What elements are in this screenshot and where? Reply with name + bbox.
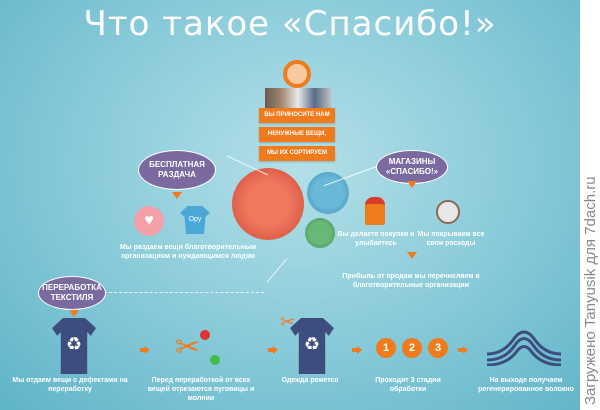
recycling-label: ПЕРЕРАБОТКА ТЕКСТИЛЯ <box>38 276 106 310</box>
stage-3: 3 <box>428 338 448 358</box>
clothes-box-illustration <box>265 60 331 110</box>
arrow-right-icon <box>140 346 150 354</box>
big-orange-button-icon <box>232 168 304 240</box>
banner-2: НЕНУЖНЫЕ ВЕЩИ, <box>259 127 335 142</box>
shops-caption-right: Мы покрываем все свои расходы <box>417 231 485 247</box>
heart-icon: ♥ <box>134 206 164 236</box>
shops-caption-left: Вы делаете покупки и улыбаетесь <box>337 231 415 247</box>
scissors-buttons-icon: ✂ <box>175 330 235 370</box>
page-title: Что такое «Спасибо!» <box>83 4 497 44</box>
tshirt-icon: Oру <box>180 206 210 234</box>
cut-tshirt-icon: ♻ <box>290 318 334 374</box>
step-1-caption: Мы отдаем вещи с дефектами на переработк… <box>12 377 128 393</box>
arrow-down-icon <box>172 192 182 199</box>
green-button-icon <box>305 218 335 248</box>
fiber-waves-icon <box>486 330 562 366</box>
arrow-right-icon <box>352 346 362 354</box>
step-2-caption: Перед переработкой от всех вещей отрезаю… <box>147 377 255 402</box>
staff-icon <box>436 200 460 224</box>
arrow-down-icon <box>407 252 417 259</box>
shops-label: МАГАЗИНЫ «СПАСИБО!» <box>376 150 448 184</box>
profit-caption: Прибыль от продаж мы перечисляем в благо… <box>342 273 480 289</box>
arrow-down-icon <box>407 181 417 188</box>
banner-3: МЫ ИХ СОРТИРУЕМ <box>259 146 335 161</box>
arrow-down-icon <box>69 310 79 317</box>
step-5-caption: На выходе получаем регенерированное воло… <box>478 377 574 393</box>
free-giveaway-caption: Мы раздаем вещи благотворительным органи… <box>119 244 257 260</box>
connector-line <box>104 292 264 293</box>
arrow-right-icon <box>458 346 468 354</box>
step-3-caption: Одежда режется <box>281 377 339 384</box>
banner-1: ВЫ ПРИНОСИТЕ НАМ <box>259 108 335 123</box>
blue-button-icon <box>307 172 349 214</box>
child-head-icon <box>283 60 311 88</box>
stage-1: 1 <box>376 338 396 358</box>
clothes-pile-icon <box>265 88 331 110</box>
three-stages: 1 2 3 <box>376 338 448 358</box>
shopper-icon <box>365 197 385 225</box>
scissors-icon: ✂ <box>280 312 296 332</box>
watermark: Загружено Tanyusik для 7dach.ru <box>580 0 600 410</box>
connector-line <box>266 258 288 283</box>
arrow-right-icon <box>268 346 278 354</box>
free-giveaway-label: БЕСПЛАТНАЯ РАЗДАЧА <box>138 150 216 190</box>
recycled-tshirt-icon: ♻ <box>52 318 96 374</box>
step-4-caption: Проходит 3 стадии обработки <box>375 377 441 393</box>
stage-2: 2 <box>402 338 422 358</box>
